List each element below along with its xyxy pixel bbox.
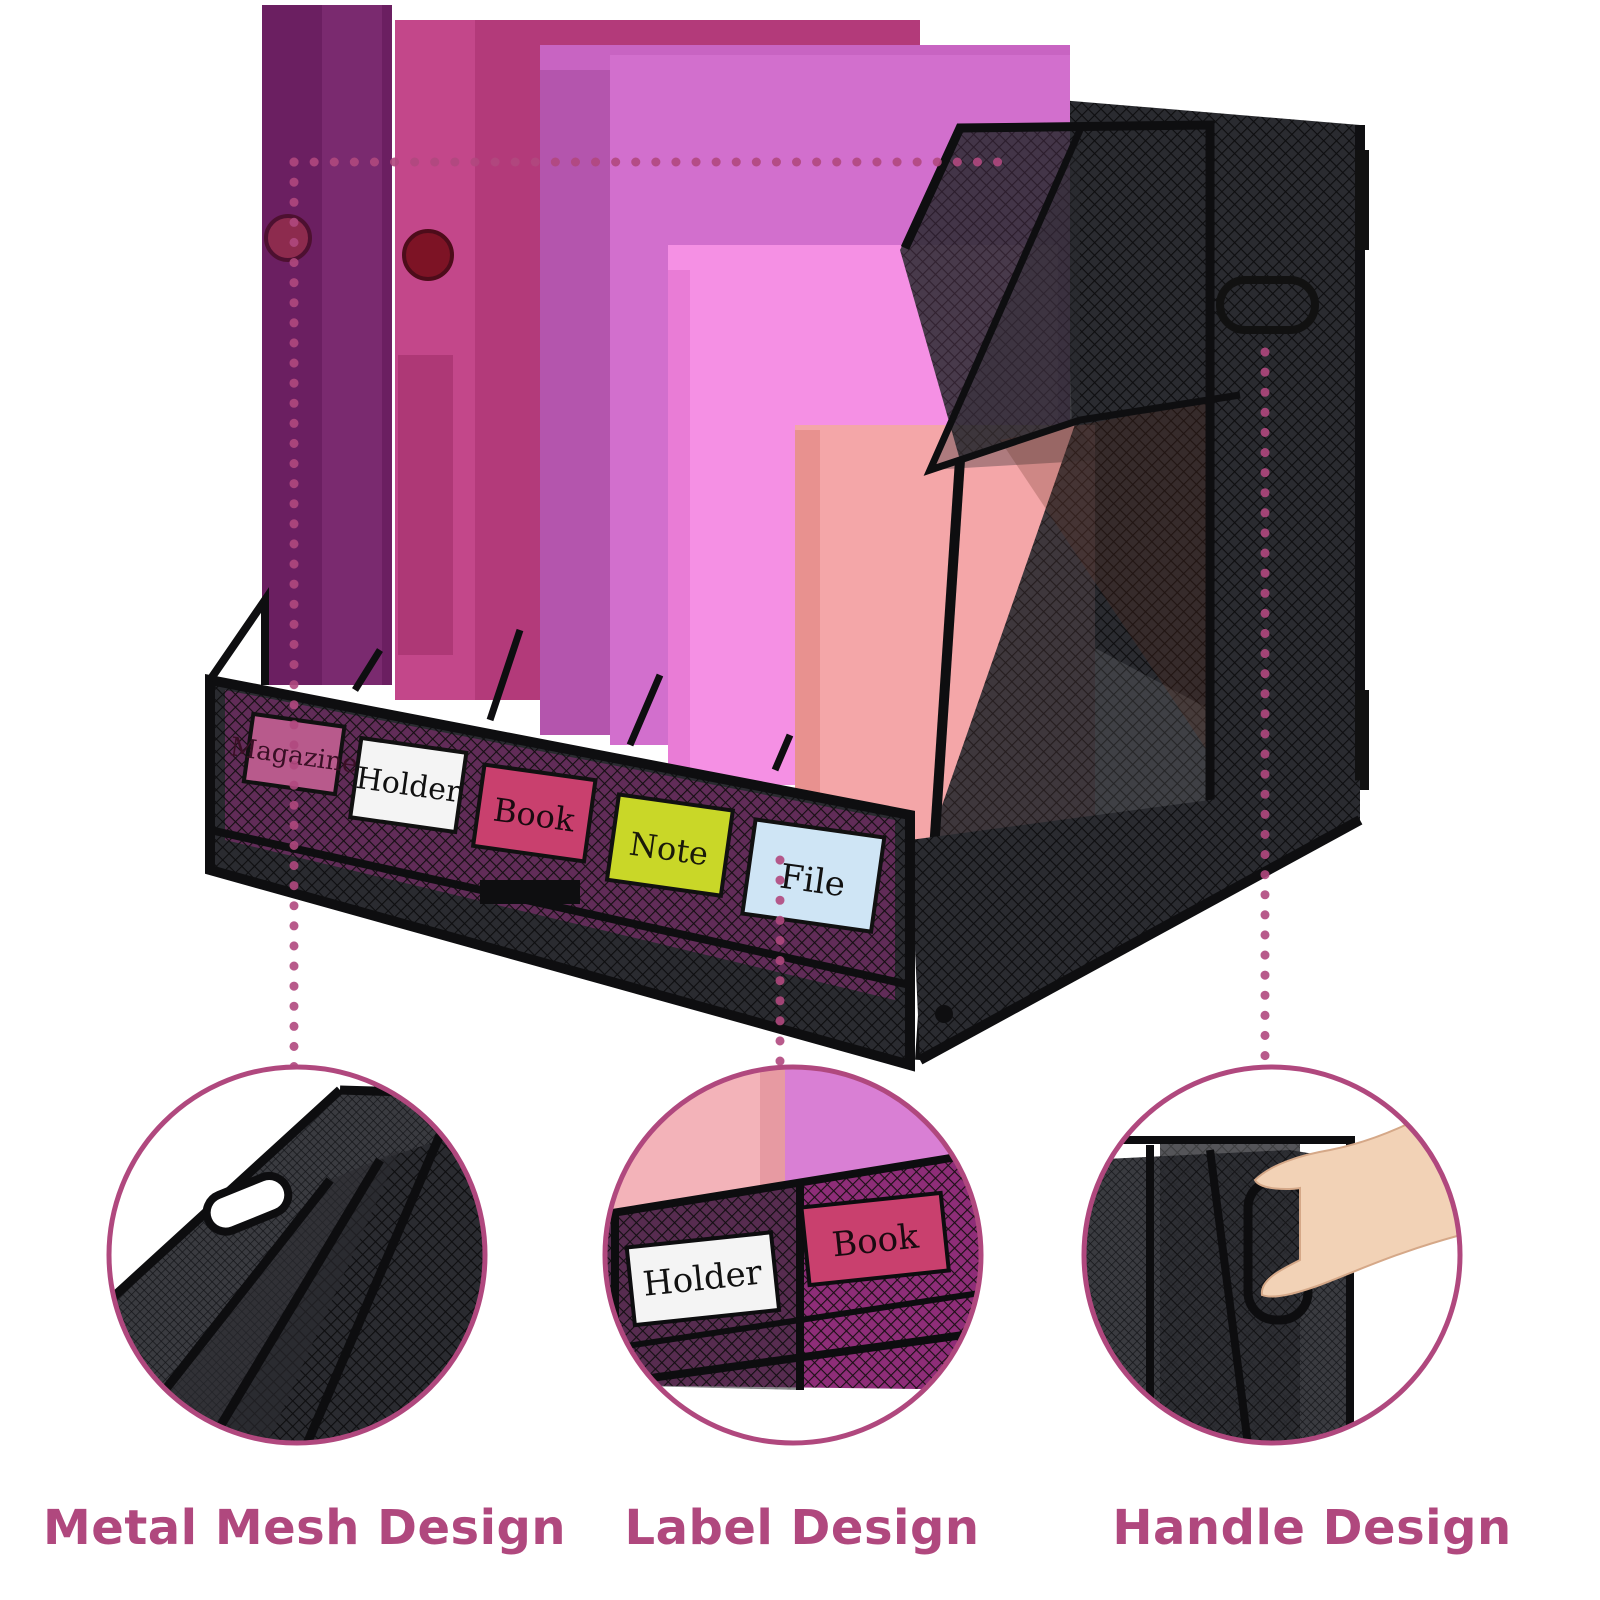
caption-handle: Handle Design	[1112, 1500, 1512, 1556]
label-file: File	[777, 857, 847, 906]
detail-label-book: Book	[830, 1217, 921, 1266]
detail-circle-handle	[1081, 1064, 1463, 1446]
file-organizer: Magazine Holder Book Note File	[205, 5, 1369, 1072]
detail-circle-mesh	[106, 1064, 488, 1446]
caption-label: Label Design	[624, 1500, 980, 1556]
front-labels: Magazine Holder Book Note File	[228, 711, 887, 934]
callout-lines	[289, 157, 1270, 1073]
caption-metal-mesh: Metal Mesh Design	[43, 1500, 567, 1556]
binder-dark-purple	[262, 5, 392, 685]
detail-circle-labels: Holder Book	[602, 1064, 984, 1446]
